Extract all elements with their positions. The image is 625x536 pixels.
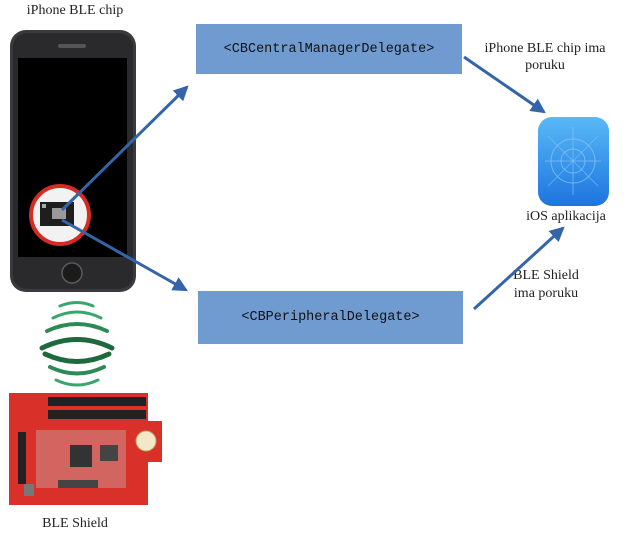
- arrow-chip-to-central: [60, 85, 189, 212]
- iphone-message-caption: iPhone BLE chip ima poruku: [484, 41, 606, 73]
- arrow-peripheral-to-app: [472, 226, 565, 311]
- shield-message-caption: BLE Shield ima poruku: [513, 268, 579, 301]
- ios-app-caption: iOS aplikacija: [526, 209, 606, 224]
- wireless-signal-icon: [39, 301, 115, 387]
- arrow-central-to-app: [463, 55, 546, 114]
- peripheral-delegate-label: <CBPeripheralDelegate>: [241, 310, 420, 325]
- ble-shield-caption: BLE Shield: [42, 516, 108, 531]
- ble-shield-board-icon: [9, 393, 162, 505]
- central-manager-delegate-label: <CBCentralManagerDelegate>: [223, 41, 435, 57]
- arrow-chip-to-peripheral: [61, 218, 188, 292]
- peripheral-delegate-box: <CBPeripheralDelegate>: [198, 291, 463, 344]
- iphone-chip-caption: iPhone BLE chip: [26, 3, 124, 18]
- ble-chip-icon: [29, 184, 91, 246]
- central-manager-delegate-box: <CBCentralManagerDelegate>: [196, 24, 462, 74]
- ios-app-store-icon: [538, 117, 609, 206]
